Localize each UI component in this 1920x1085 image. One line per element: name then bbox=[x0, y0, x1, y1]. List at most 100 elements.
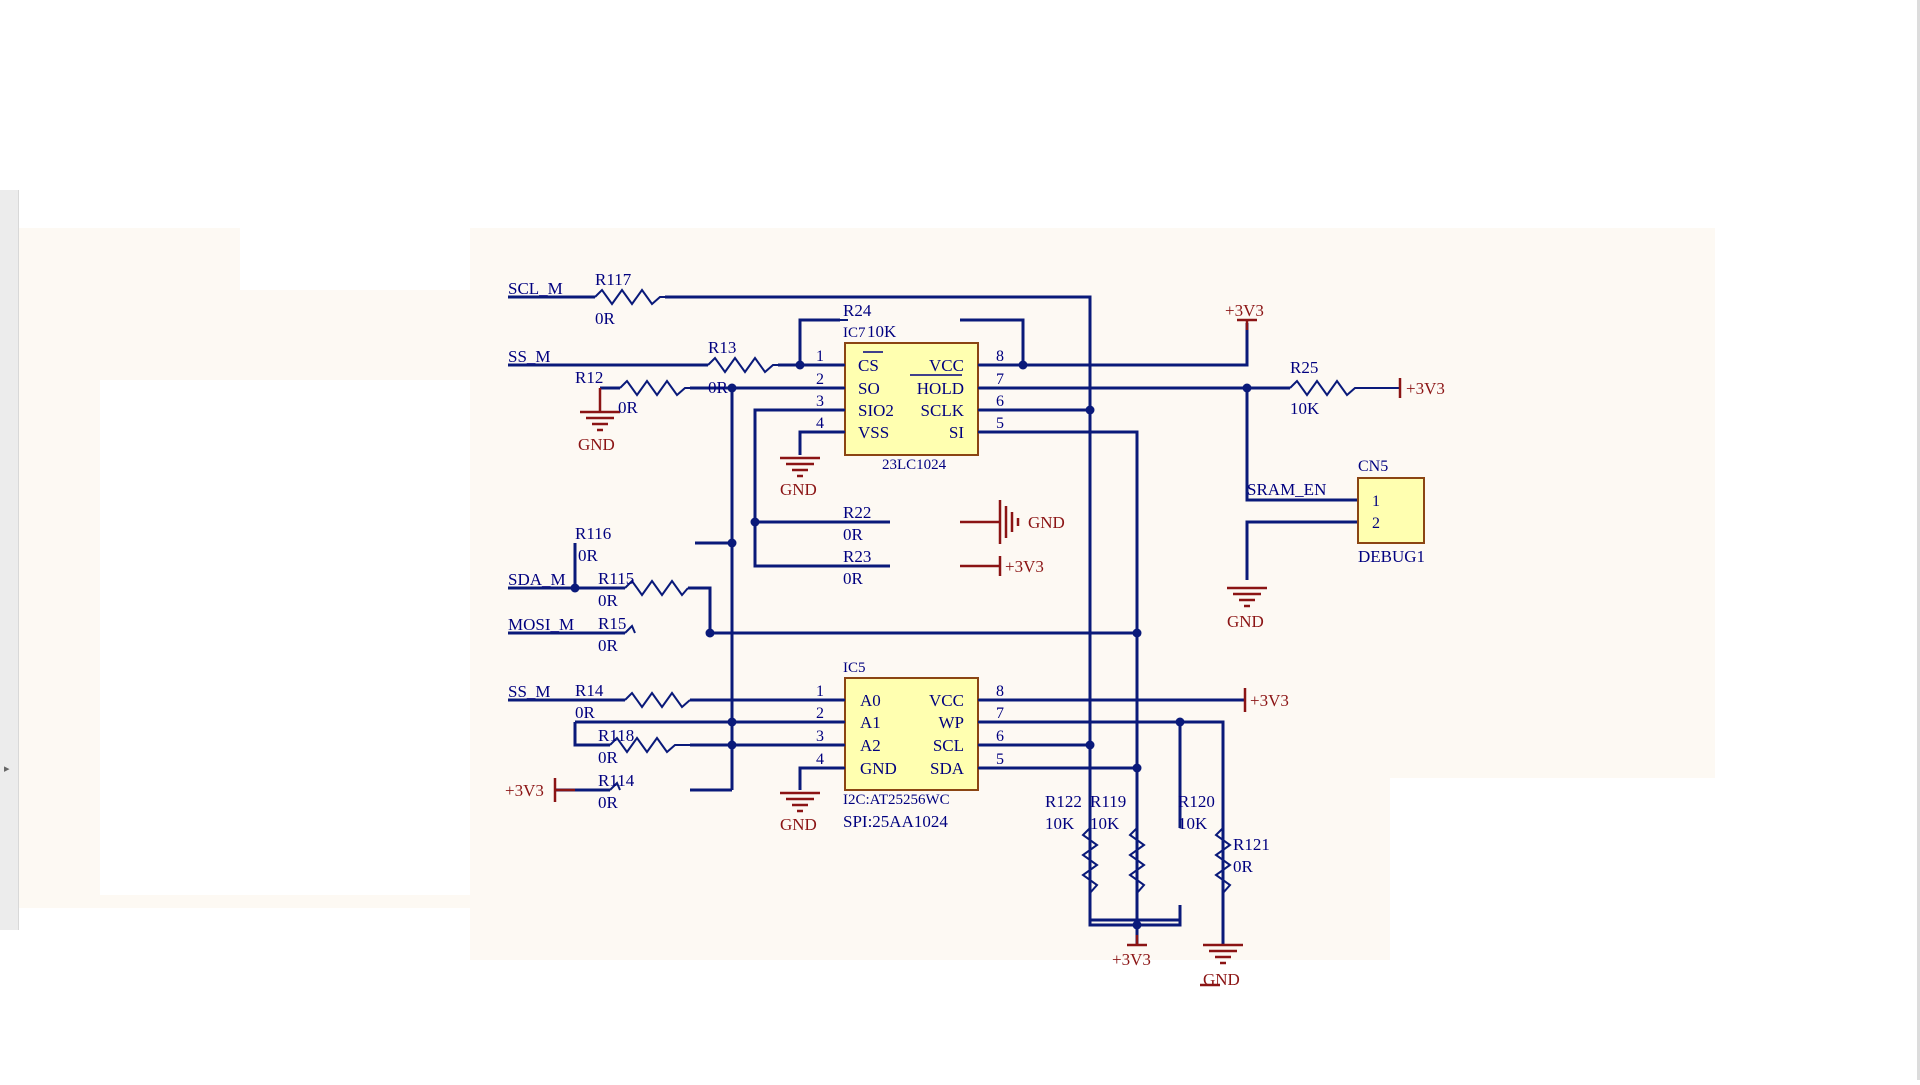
ref-r24: R24 bbox=[843, 301, 872, 320]
resistor-r15-zigzag bbox=[624, 624, 636, 634]
ref-r13: R13 bbox=[708, 338, 736, 357]
v33-symbol-r114 bbox=[553, 778, 575, 802]
gnd-symbol-r12 bbox=[580, 388, 620, 432]
net-label-sda-m: SDA_M bbox=[508, 570, 566, 589]
power-symbols bbox=[553, 318, 1402, 987]
resistor-r14-zigzag bbox=[624, 691, 691, 709]
ic7-pin2-num: 2 bbox=[816, 371, 824, 388]
value-r15: 0R bbox=[598, 636, 619, 655]
ic5-pin3-name: A2 bbox=[860, 736, 881, 755]
resistor-r119-zigzag bbox=[1128, 827, 1146, 905]
ic7-pin2-name: SO bbox=[858, 379, 880, 398]
net-label-scl-m: SCL_M bbox=[508, 279, 563, 298]
net-label-mosi-m: MOSI_M bbox=[508, 615, 574, 634]
ic5-ref: IC5 bbox=[843, 660, 866, 676]
right-scroll-edge[interactable] bbox=[1917, 0, 1920, 1080]
gnd-label-r22: GND bbox=[1028, 513, 1065, 532]
value-r13: 0R bbox=[708, 378, 729, 397]
value-r117: 0R bbox=[595, 309, 616, 328]
wire-sio2 bbox=[753, 408, 890, 568]
ref-r121: R121 bbox=[1233, 835, 1270, 854]
expand-arrow-icon[interactable]: ▸ bbox=[4, 762, 10, 775]
value-r122: 10K bbox=[1045, 814, 1075, 833]
cn5-pin1-num: 1 bbox=[1372, 493, 1380, 510]
v33-label-ic5: +3V3 bbox=[1250, 691, 1289, 710]
gnd-label-ic5: GND bbox=[780, 815, 817, 834]
ref-r122: R122 bbox=[1045, 792, 1082, 811]
junction bbox=[1175, 717, 1185, 727]
gnd-symbol-r22 bbox=[960, 500, 1020, 544]
v33-label-top: +3V3 bbox=[1225, 301, 1264, 320]
ic7-pin5-num: 5 bbox=[996, 415, 1004, 432]
value-r12: 0R bbox=[618, 398, 639, 417]
ic7-body[interactable] bbox=[810, 342, 1013, 456]
resistor-symbols bbox=[594, 288, 1400, 905]
ic7-pin8-name: VCC bbox=[929, 356, 964, 375]
ref-r114: R114 bbox=[598, 771, 635, 790]
value-r119: 10K bbox=[1090, 814, 1120, 833]
v33-symbol-top bbox=[1237, 318, 1257, 330]
junctions bbox=[570, 360, 1252, 930]
sheet-background bbox=[18, 228, 1715, 960]
cn5-pin2-num: 2 bbox=[1372, 515, 1380, 532]
gnd-symbol-ic7 bbox=[780, 456, 820, 478]
ic5-pin5-num: 5 bbox=[996, 751, 1004, 768]
gnd-label-ic7: GND bbox=[780, 480, 817, 499]
junction bbox=[1085, 740, 1095, 750]
wire-sda-b bbox=[688, 586, 712, 633]
ic7-pin6-name: SCLK bbox=[921, 401, 965, 420]
junction bbox=[570, 583, 580, 593]
junction bbox=[750, 517, 760, 527]
junction bbox=[1018, 360, 1028, 370]
gnd-symbol-ic5 bbox=[780, 791, 820, 813]
net-label-sram-en: SRAM_EN bbox=[1247, 480, 1326, 499]
resistor-r115-zigzag bbox=[624, 579, 689, 597]
ref-r120: R120 bbox=[1178, 792, 1215, 811]
gnd-label-cn5: GND bbox=[1227, 612, 1264, 631]
ic5-body[interactable] bbox=[810, 677, 1013, 791]
gnd-symbol-cn5 bbox=[1227, 586, 1267, 608]
ref-r25: R25 bbox=[1290, 358, 1318, 377]
ic5-pin1-num: 1 bbox=[816, 683, 824, 700]
ic7-pin7-num: 7 bbox=[996, 371, 1004, 388]
ic5-pin1-name: A0 bbox=[860, 691, 881, 710]
ic7-pin1-name: CS bbox=[858, 356, 879, 375]
ic5-pin2-name: A1 bbox=[860, 713, 881, 732]
ref-r115: R115 bbox=[598, 569, 634, 588]
junction bbox=[1085, 405, 1095, 415]
cn5-body[interactable] bbox=[1357, 477, 1425, 544]
wire-sram-en bbox=[1245, 388, 1358, 502]
wire-a1-loop bbox=[573, 722, 610, 747]
ic5-pin7-num: 7 bbox=[996, 705, 1004, 722]
ic5-part-line1: I2C:AT25256WC bbox=[843, 792, 950, 808]
v33-label-r23: +3V3 bbox=[1005, 557, 1044, 576]
junction bbox=[1132, 628, 1142, 638]
side-panel-tab[interactable]: ▸ bbox=[0, 190, 19, 930]
ic5-pin8-num: 8 bbox=[996, 683, 1004, 700]
ic5-pin6-name: SCL bbox=[933, 736, 964, 755]
value-r25: 10K bbox=[1290, 399, 1320, 418]
cn5-value: DEBUG1 bbox=[1358, 547, 1425, 566]
value-r14: 0R bbox=[575, 703, 596, 722]
ic7-pin4-name: VSS bbox=[858, 423, 889, 442]
ic5-pin8-name: VCC bbox=[929, 691, 964, 710]
gnd-label-r12: GND bbox=[578, 435, 615, 454]
resistor-r12-zigzag bbox=[619, 379, 690, 397]
value-r23: 0R bbox=[843, 569, 864, 588]
value-r24: 10K bbox=[867, 322, 897, 341]
wire-vcc7 bbox=[978, 323, 1249, 367]
junction bbox=[1242, 383, 1252, 393]
ic5-pin4-name: GND bbox=[860, 759, 897, 778]
v33-label-r25: +3V3 bbox=[1406, 379, 1445, 398]
ref-r118: R118 bbox=[598, 726, 634, 745]
value-r116: 0R bbox=[578, 546, 599, 565]
junction bbox=[795, 360, 805, 370]
ic5-pin6-num: 6 bbox=[996, 728, 1004, 745]
junction bbox=[727, 717, 737, 727]
ic7-pin8-num: 8 bbox=[996, 348, 1004, 365]
ref-r117: R117 bbox=[595, 270, 632, 289]
ic5-pin5-name: SDA bbox=[930, 759, 965, 778]
junction bbox=[1132, 763, 1142, 773]
resistor-r13-zigzag bbox=[707, 356, 778, 374]
ic7-pin3-num: 3 bbox=[816, 393, 824, 410]
